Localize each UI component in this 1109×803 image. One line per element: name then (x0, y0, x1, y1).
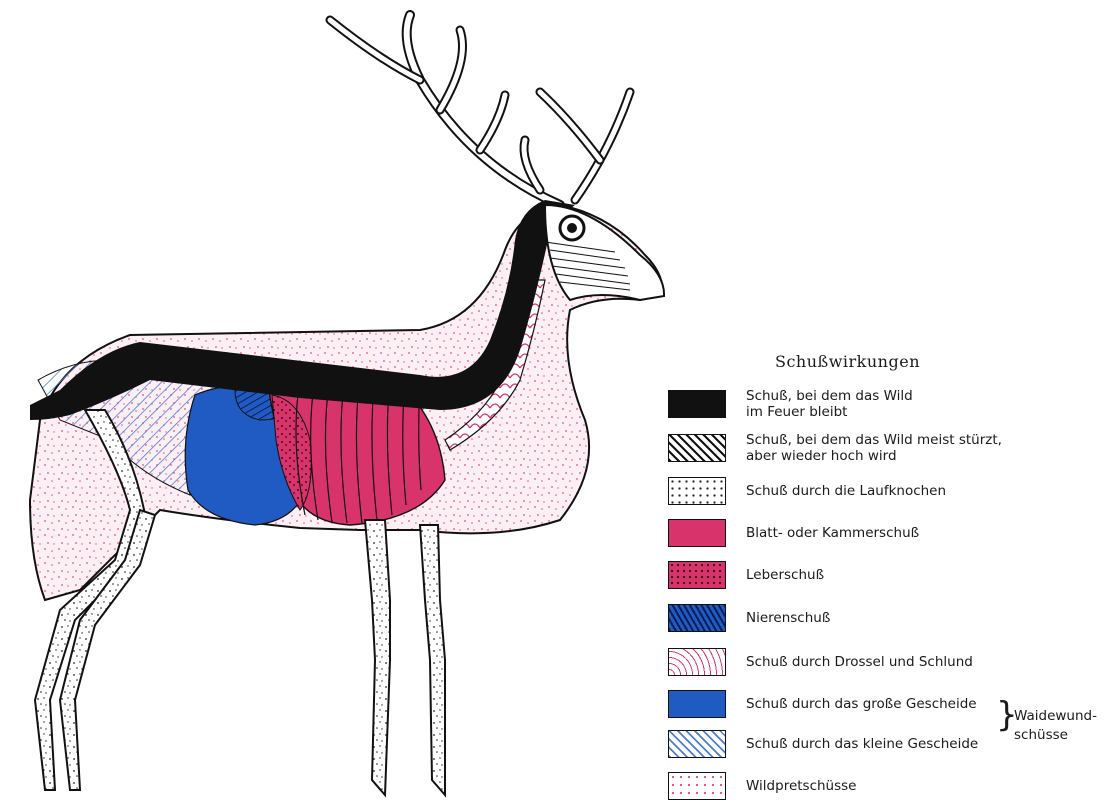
legend-swatch (668, 390, 726, 418)
legend-swatch (668, 561, 726, 589)
legend-label: Wildpretschüsse (746, 778, 857, 794)
legend-swatch (668, 519, 726, 547)
legend-swatch (668, 730, 726, 758)
legend-item: Wildpretschüsse (668, 772, 857, 800)
legend-label: Nierenschuß (746, 610, 830, 626)
legend-swatch (668, 477, 726, 505)
legend-item: Schuß durch das kleine Gescheide (668, 730, 978, 758)
legend-label: Schuß, bei dem das Wild im Feuer bleibt (746, 388, 913, 420)
legend-swatch (668, 604, 726, 632)
legend-item: Leberschuß (668, 561, 824, 589)
legend-swatch (668, 690, 726, 718)
legend-item: Schuß durch das große Gescheide (668, 690, 977, 718)
legend-item: Nierenschuß (668, 604, 830, 632)
legend-item: Schuß durch die Laufknochen (668, 477, 946, 505)
legend-label: Blatt- oder Kammerschuß (746, 525, 919, 541)
legend-item: Schuß durch Drossel und Schlund (668, 648, 973, 676)
legend-title: Schußwirkungen (775, 352, 920, 371)
legend-label: Schuß durch das kleine Gescheide (746, 736, 978, 752)
legend-swatch (668, 434, 726, 462)
legend-item: Schuß, bei dem das Wild im Feuer bleibt (668, 388, 913, 420)
legend-label: Schuß durch Drossel und Schlund (746, 654, 973, 670)
legend-label: Schuß durch die Laufknochen (746, 483, 946, 499)
legend-label: Schuß durch das große Gescheide (746, 696, 977, 712)
antlers (330, 15, 630, 205)
group-label: Waidewund- schüsse (1014, 707, 1097, 745)
legend-item: Blatt- oder Kammerschuß (668, 519, 919, 547)
legend-swatch (668, 648, 726, 676)
legend-label: Leberschuß (746, 567, 824, 583)
legend-swatch (668, 772, 726, 800)
legend-item: Schuß, bei dem das Wild meist stürzt, ab… (668, 432, 1002, 464)
legend-label: Schuß, bei dem das Wild meist stürzt, ab… (746, 432, 1002, 464)
